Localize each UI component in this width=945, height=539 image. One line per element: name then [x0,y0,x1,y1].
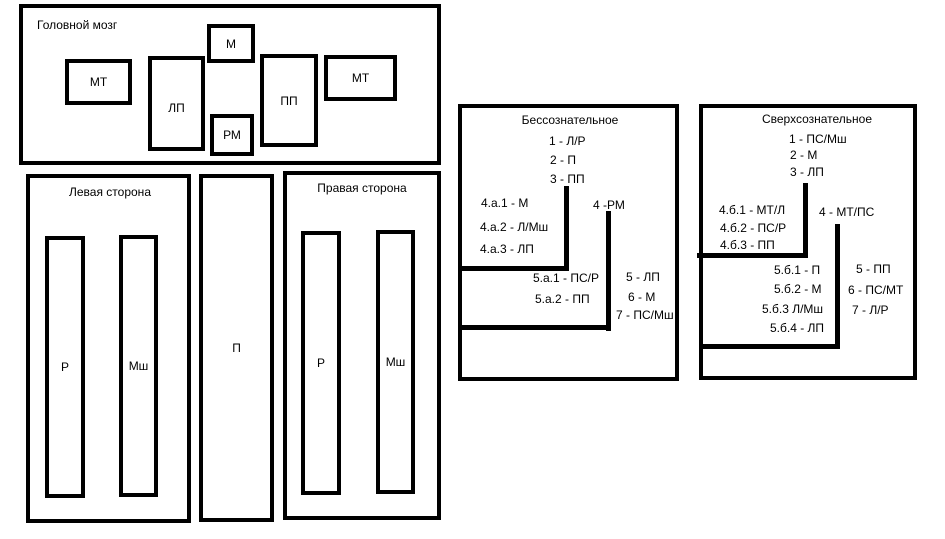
item: 4.а.2 - Л/Мш [480,220,549,234]
item: 5.а.2 - ПП [535,292,590,306]
unconscious-title: Бессознательное [521,113,619,127]
brain-pp: ПП [260,54,318,147]
item: 4 - МТ/ПС [819,205,875,219]
left-r: Р [45,236,85,498]
item: 5 - ПП [856,262,891,276]
divider [703,344,840,349]
item: 4.а.3 - ЛП [480,242,534,256]
superconscious-title: Сверхсознательное [761,112,873,126]
item: 2 - П [550,153,576,167]
label: МТ [351,71,370,85]
item: 3 - ПП [550,172,585,186]
label: РМ [223,128,241,142]
item: 1 - ПС/Мш [789,132,847,146]
item: 2 - М [790,148,818,162]
item: 6 - ПС/МТ [848,283,904,297]
divider [697,253,808,258]
right-side-box [283,171,441,520]
divider [461,325,611,330]
brain-title: Головной мозг [37,18,118,32]
right-msh: Мш [376,230,415,494]
label: Мш [128,359,149,373]
center-p-box: П [199,174,274,522]
item: 4.а.1 - М [481,196,529,210]
brain-mt-left: МТ [65,59,132,105]
item: 5.б.3 Л/Мш [762,302,824,316]
item: 4 -РМ [593,198,625,212]
divider [461,266,569,271]
divider [564,186,569,271]
superconscious-box [699,104,917,380]
item: 4.б.2 - ПС/Р [720,221,787,235]
brain-lp: ЛП [148,56,205,151]
item: 5 - ЛП [626,270,660,284]
item: 7 - ПС/Мш [616,308,674,322]
label: Р [60,360,69,374]
item: 1 - Л/Р [549,134,586,148]
brain-rm: РМ [210,114,254,156]
item: 5.б.4 - ЛП [770,321,825,335]
right-side-title: Правая сторона [317,181,407,195]
right-r: Р [301,231,341,495]
label: П [232,341,241,355]
left-side-title: Левая сторона [69,185,151,199]
unconscious-box [458,104,679,381]
item: 4.б.1 - МТ/Л [719,203,786,217]
item: 4.б.3 - ПП [720,238,775,252]
item: 6 - М [628,290,656,304]
label: ПП [280,93,298,108]
divider [803,183,808,258]
label: Мш [385,355,406,369]
label: Р [316,356,325,370]
item: 5.а.1 - ПС/Р [533,271,599,285]
left-side-box [26,174,191,523]
item: 5.б.1 - П [774,263,821,277]
divider [606,211,611,331]
label: МТ [89,75,108,89]
item: 5.б.2 - М [774,282,822,296]
label: М [226,36,236,51]
item: 7 - Л/Р [852,303,889,317]
divider [835,224,840,349]
brain-m: М [207,24,255,63]
brain-box [19,4,441,165]
item: 3 - ЛП [790,165,824,179]
label: ЛП [168,100,185,115]
left-msh: Мш [119,235,158,497]
brain-mt-right: МТ [324,55,397,101]
